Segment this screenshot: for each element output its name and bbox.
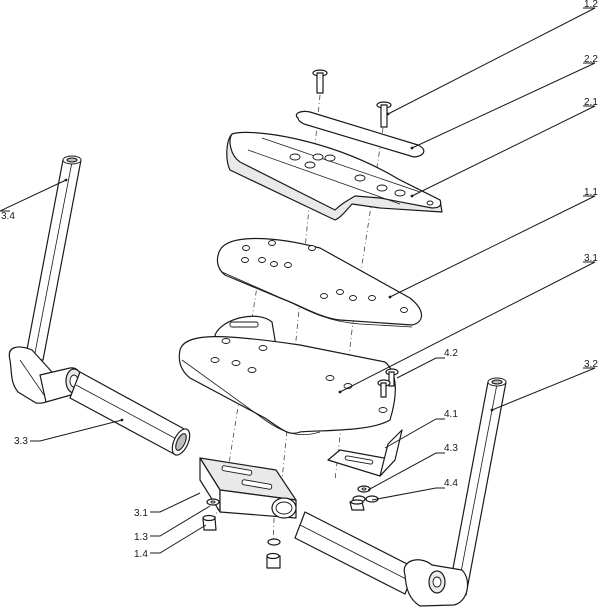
callout-3-1-top: 3.1	[584, 253, 598, 264]
lower-footplate	[178, 315, 396, 436]
callout-3-2: 3.2	[584, 359, 598, 370]
callout-1-4: 1.4	[134, 549, 148, 560]
callout-3-4: 3.4	[1, 211, 15, 222]
callout-1-3: 1.3	[134, 532, 148, 543]
guide-strip	[295, 110, 425, 158]
tube-bracket	[199, 457, 297, 519]
callout-2-1: 2.1	[584, 97, 598, 108]
screw-top-left	[312, 69, 328, 94]
callout-3-1-bottom: 3.1	[134, 508, 148, 519]
axle-tube	[69, 371, 191, 456]
callout-2-2: 2.2	[584, 54, 598, 65]
right-axle-tube	[294, 511, 416, 595]
screw-mid-1	[385, 368, 399, 387]
washer-nut-bottom	[266, 538, 281, 569]
callout-4-1: 4.1	[444, 409, 458, 420]
callout-1-2: 1.2	[584, 0, 598, 10]
callout-4-4: 4.4	[444, 478, 458, 489]
leader-lines	[0, 7, 596, 554]
screw-mid-2	[377, 379, 391, 398]
middle-plate	[216, 237, 423, 328]
callout-3-3: 3.3	[14, 436, 28, 447]
callout-4-2: 4.2	[444, 348, 458, 359]
screw-top-right	[376, 101, 392, 128]
angle-bracket	[327, 429, 403, 477]
right-clamp-joint	[403, 559, 469, 607]
callout-1-1: 1.1	[584, 187, 598, 198]
washer-nut-right	[349, 485, 379, 511]
left-upright-tube	[24, 155, 82, 361]
callout-4-3: 4.3	[444, 443, 458, 454]
top-plate	[226, 131, 443, 221]
